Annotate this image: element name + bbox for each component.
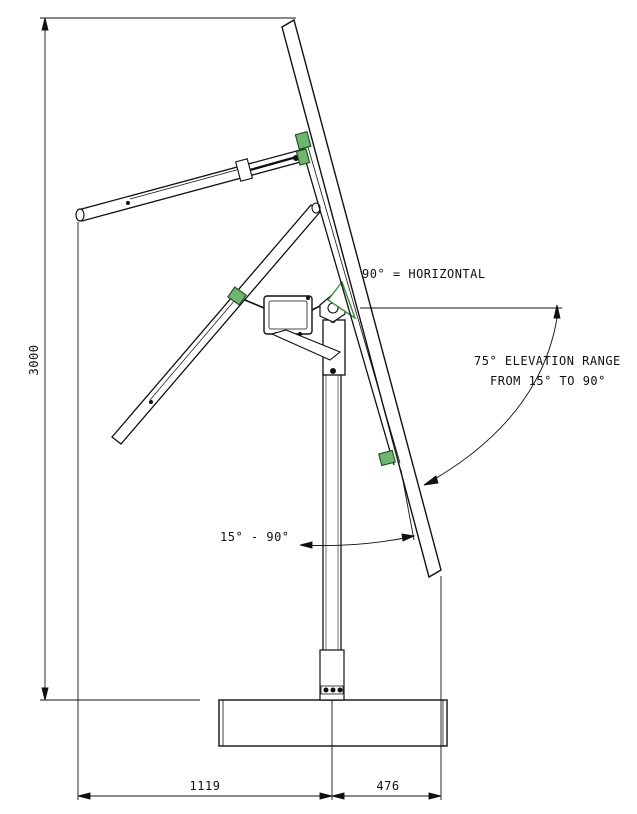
dimension-lines [40,17,442,800]
tilt-range-label: 15° - 90° [220,530,290,544]
support-post [319,317,346,701]
elevation-range-label: 75° ELEVATION RANGE [474,354,621,368]
upper-arm [75,148,309,222]
horizontal-label: 90° = HORIZONTAL [362,267,486,281]
height-dimension-label: 3000 [27,345,41,376]
ballast-base [218,699,448,747]
left-width-dimension-label: 1119 [190,779,221,793]
elevation-indicator [360,304,562,486]
elevation-range-sublabel: FROM 15° TO 90° [490,374,606,388]
solar-panel [281,18,442,579]
tilt-angle-indicator [299,469,416,549]
right-width-dimension-label: 476 [376,779,399,793]
mounting-brackets [227,131,396,467]
